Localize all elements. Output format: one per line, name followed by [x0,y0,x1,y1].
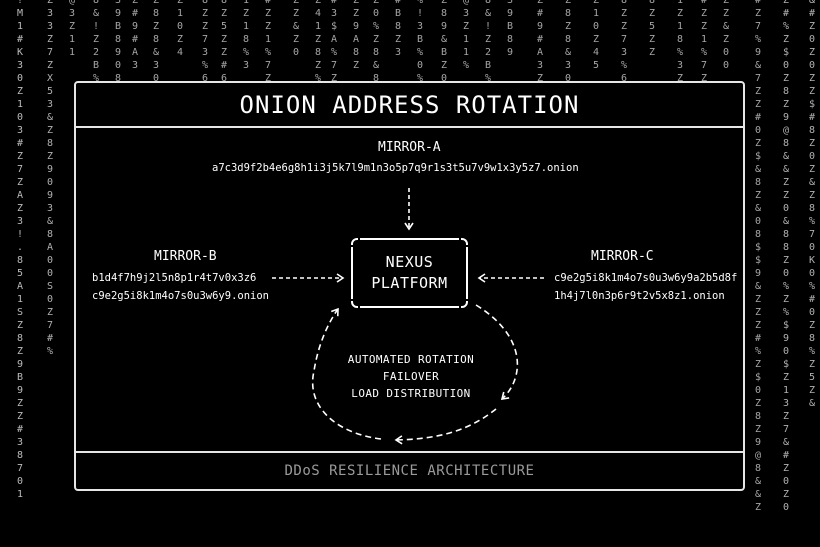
hub-notch [348,299,360,311]
rain-column: 8 Z Z 7 3 % 6 [201,0,209,84]
diagram-title: ONION ADDRESS ROTATION [76,83,743,128]
mirror-c-name: MIRROR-C [591,249,654,264]
mirror-a-name: MIRROR-A [378,140,441,155]
mirror-b-name: MIRROR-B [154,249,217,264]
rotation-cycle-arc-right [475,304,519,400]
hub-notch [459,235,471,247]
rain-column: Z 3 3 Z 7 Z X 5 3 & Z 8 Z 9 0 9 3 & 8 A … [46,0,54,357]
rain-column: ! M 1 # K 3 0 Z 1 0 3 # Z 7 Z A Z 3 ! . … [16,0,24,500]
hub-label-line1: NEXUS [385,253,434,271]
rain-column: 3 9 B 8 9 [506,0,514,58]
feature-failover: FAILOVER [382,370,440,383]
rain-column: Z # 9 # A 3 Z [536,0,544,84]
rain-column: Z # 9 # A 3 [131,0,139,71]
mirror-c-address-line1: c9e2g5i8k1m4o7s0u3w6y9a2b5d8f [554,272,738,284]
nexus-platform-node: NEXUS PLATFORM [348,235,471,311]
hub-notch [459,299,471,311]
feature-automated-rotation: AUTOMATED ROTATION [347,353,475,366]
rain-column: 1 Z 1 8 % 3 [242,0,250,71]
rain-column: Z 1 0 Z 4 5 [592,0,600,71]
hub-notch [348,235,360,247]
rotation-cycle-arc-bottom [394,408,497,445]
rain-column: Z Z & Z 0 [292,0,300,58]
rain-column: # B 8 Z 3 [394,0,402,58]
rain-column: # Z 7 % 9 & 7 Z Z # 0 Z $ & 8 Z & 0 8 $ … [754,0,762,513]
mirror-a-address: a7c3d9f2b4e6g8h1i3j5k7l9m1n3o5p7q9r1s3t5… [212,162,579,174]
rain-column: Z # % Z $ 0 Z 8 Z 9 @ 8 & & Z Z 0 & 8 8 … [782,0,790,513]
rotation-features: AUTOMATED ROTATION FAILOVER LOAD DISTRIB… [306,351,516,402]
rain-column: Z Z & Z 0 0 [722,0,730,71]
diagram-footer: DDoS RESILIENCE ARCHITECTURE [76,451,743,489]
diagram-frame: ONION ADDRESS ROTATION MIRROR-A a7c3d9f2… [74,81,745,491]
rain-column: Z 4 1 Z 8 Z % [314,0,322,84]
rain-column: & # Z 0 Z 0 Z Z $ # 8 Z 0 Z & Z 8 % 7 0 … [808,0,816,409]
mirror-b-address-line2: c9e2g5i8k1m4o7s0u3w6y9.onion [92,290,270,302]
mirror-c-address-line2: 1h4j7l0n3p6r9t2v5x8z1.onion [554,290,725,302]
feature-load-distribution: LOAD DISTRIBUTION [351,387,471,400]
mirror-b-address-line1: b1d4f7h9j2l5n8p1r4t7v0x3z6 [92,272,257,284]
rain-column: 1 Z 1 8 % 3 Z [676,0,684,84]
rain-column: @ 3 Z 1 1 [68,0,76,58]
rain-column: % ! 3 B % 0 % [416,0,424,84]
rotation-cycle-arc-left [311,307,382,440]
rain-column: 8 & ! Z 2 B % [92,0,100,84]
rain-column: Z 1 0 Z 4 [176,0,184,58]
rain-column: Z Z 9 A 8 Z [352,0,360,71]
connection-arrows [272,188,544,445]
rain-column: 8 Z 5 Z Z [648,0,656,58]
hub-label-line2: PLATFORM [371,274,448,292]
rain-column: @ 3 Z 1 1 % [462,0,470,71]
